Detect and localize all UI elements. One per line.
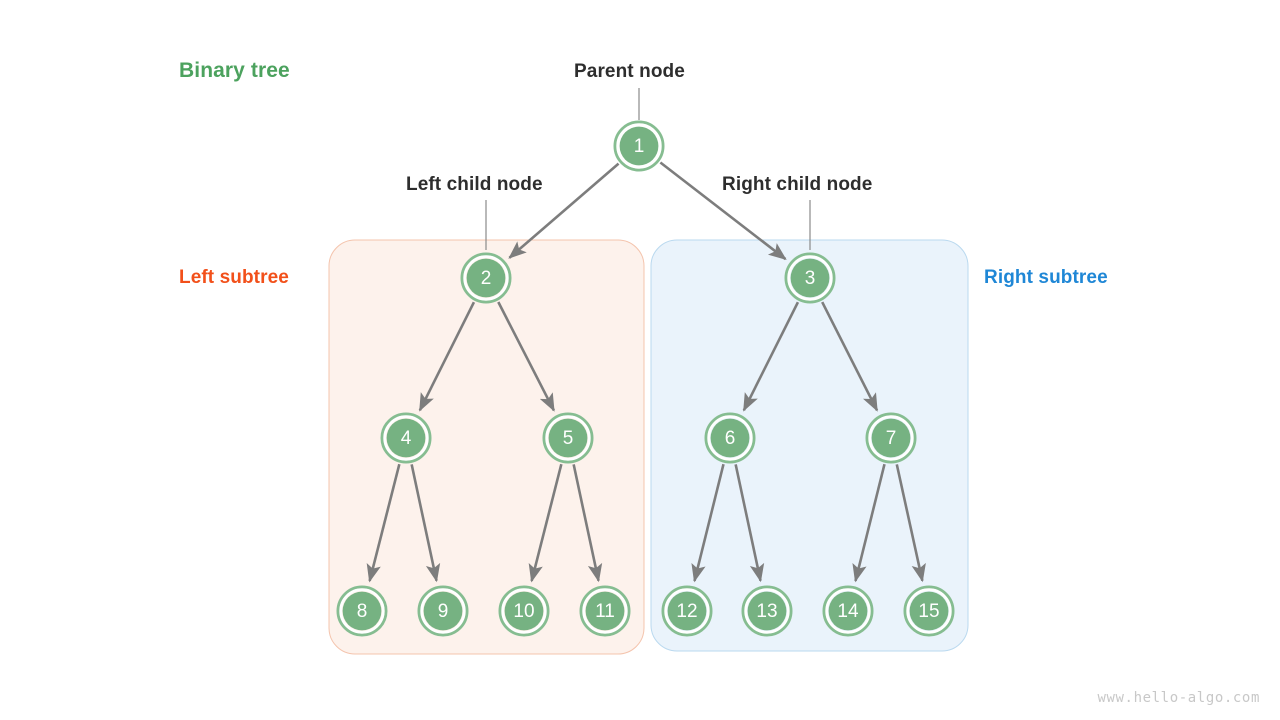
node-outer-ring [460, 252, 512, 304]
node-ring-gap [664, 588, 710, 634]
tree-edge-4-to-9 [410, 464, 441, 583]
tree-node-7[interactable] [865, 412, 917, 464]
node-circle [386, 418, 426, 458]
tree-edges [366, 161, 926, 583]
tree-edge-2-to-4 [418, 301, 476, 412]
node-outer-ring [417, 585, 469, 637]
annotation-left-child-node: Left child node [406, 174, 543, 195]
node-ring-gap [707, 415, 753, 461]
node-circle [828, 591, 868, 631]
tree-node-1[interactable] [613, 120, 665, 172]
node-outer-ring [822, 585, 874, 637]
node-outer-ring [613, 120, 665, 172]
label-leader-lines [485, 88, 811, 250]
node-circle [667, 591, 707, 631]
node-outer-ring [865, 412, 917, 464]
tree-node-11[interactable] [579, 585, 631, 637]
node-ring-gap [420, 588, 466, 634]
node-circle [548, 418, 588, 458]
node-outer-ring [661, 585, 713, 637]
annotation-parent-node: Parent node [574, 61, 685, 82]
tree-edge-2-to-5 [497, 301, 556, 412]
tree-node-4[interactable] [380, 412, 432, 464]
node-outer-ring [542, 412, 594, 464]
node-circle [710, 418, 750, 458]
node-outer-ring [579, 585, 631, 637]
tree-edge-3-to-7 [821, 301, 879, 412]
node-outer-ring [903, 585, 955, 637]
node-outer-ring [704, 412, 756, 464]
node-outer-ring [784, 252, 836, 304]
node-ring-gap [501, 588, 547, 634]
annotation-left-subtree: Left subtree [179, 267, 289, 288]
node-circle [747, 591, 787, 631]
node-circle [871, 418, 911, 458]
node-circle [585, 591, 625, 631]
node-ring-gap [616, 123, 662, 169]
node-circle [909, 591, 949, 631]
node-circle [423, 591, 463, 631]
node-ring-gap [545, 415, 591, 461]
node-ring-gap [825, 588, 871, 634]
tree-node-12[interactable] [661, 585, 713, 637]
page-title: Binary tree [179, 59, 290, 82]
tree-edge-7-to-15 [895, 464, 926, 583]
tree-node-9[interactable] [417, 585, 469, 637]
tree-node-15[interactable] [903, 585, 955, 637]
annotation-right-subtree: Right subtree [984, 267, 1108, 288]
node-ring-gap [339, 588, 385, 634]
tree-node-5[interactable] [542, 412, 594, 464]
tree-edge-1-to-2 [508, 162, 620, 259]
node-outer-ring [741, 585, 793, 637]
node-ring-gap [906, 588, 952, 634]
node-ring-gap [463, 255, 509, 301]
tree-edge-3-to-6 [742, 301, 800, 412]
subtree-boxes [328, 239, 969, 655]
tree-edge-6-to-13 [734, 464, 765, 583]
node-outer-ring [336, 585, 388, 637]
node-ring-gap [868, 415, 914, 461]
node-ring-gap [582, 588, 628, 634]
node-ring-gap [787, 255, 833, 301]
tree-edge-6-to-12 [691, 463, 725, 583]
annotation-right-child-node: Right child node [722, 174, 873, 195]
tree-node-6[interactable] [704, 412, 756, 464]
tree-node-13[interactable] [741, 585, 793, 637]
node-circle [504, 591, 544, 631]
node-circle [342, 591, 382, 631]
tree-node-8[interactable] [336, 585, 388, 637]
tree-node-10[interactable] [498, 585, 550, 637]
tree-edge-1-to-3 [659, 161, 787, 261]
tree-edge-5-to-10 [528, 463, 563, 583]
node-circle [790, 258, 830, 298]
tree-edge-7-to-14 [852, 463, 886, 583]
node-circle [619, 126, 659, 166]
tree-node-14[interactable] [822, 585, 874, 637]
tree-nodes [336, 120, 955, 637]
tree-node-3[interactable] [784, 252, 836, 304]
tree-edge-4-to-8 [366, 463, 401, 583]
node-outer-ring [380, 412, 432, 464]
node-outer-ring [498, 585, 550, 637]
tree-edge-5-to-11 [572, 464, 603, 583]
node-ring-gap [383, 415, 429, 461]
site-watermark: www.hello-algo.com [1097, 690, 1260, 706]
node-ring-gap [744, 588, 790, 634]
node-circle [466, 258, 506, 298]
tree-node-2[interactable] [460, 252, 512, 304]
